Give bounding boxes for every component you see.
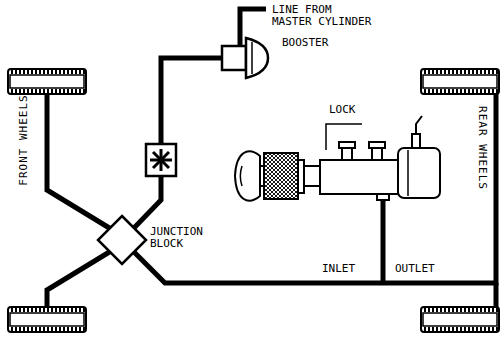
rear-lower-wheel (421, 307, 499, 332)
booster-line (161, 58, 222, 144)
booster-symbol (222, 38, 268, 78)
valve-port-line (381, 194, 386, 283)
part-label: JUNCTION BLOCK (150, 226, 212, 250)
port-label: INLET (322, 263, 355, 275)
junction-block-symbol (98, 216, 146, 264)
front-upper-line (47, 94, 111, 229)
rear-upper-wheel (421, 69, 499, 94)
axle-label: FRONT WHEELS (18, 94, 30, 185)
axle-label: REAR WHEELS (476, 106, 488, 190)
part-label: LOCK (329, 104, 356, 116)
filter-symbol (146, 144, 176, 176)
front-lower-line (47, 251, 111, 307)
port-label: OUTLET (395, 263, 435, 275)
line-lock-valve (235, 116, 440, 201)
front-upper-wheel (8, 69, 86, 94)
line-label: LINE FROM MASTER CYLINDER (272, 4, 376, 28)
filter-line (133, 176, 161, 229)
front-lower-wheel (8, 307, 86, 332)
brake-lines (47, 9, 496, 307)
lock-leader-line (326, 124, 362, 150)
rear-line (133, 94, 496, 283)
part-label: BOOSTER (282, 37, 328, 49)
rear-lower-line (494, 283, 499, 307)
